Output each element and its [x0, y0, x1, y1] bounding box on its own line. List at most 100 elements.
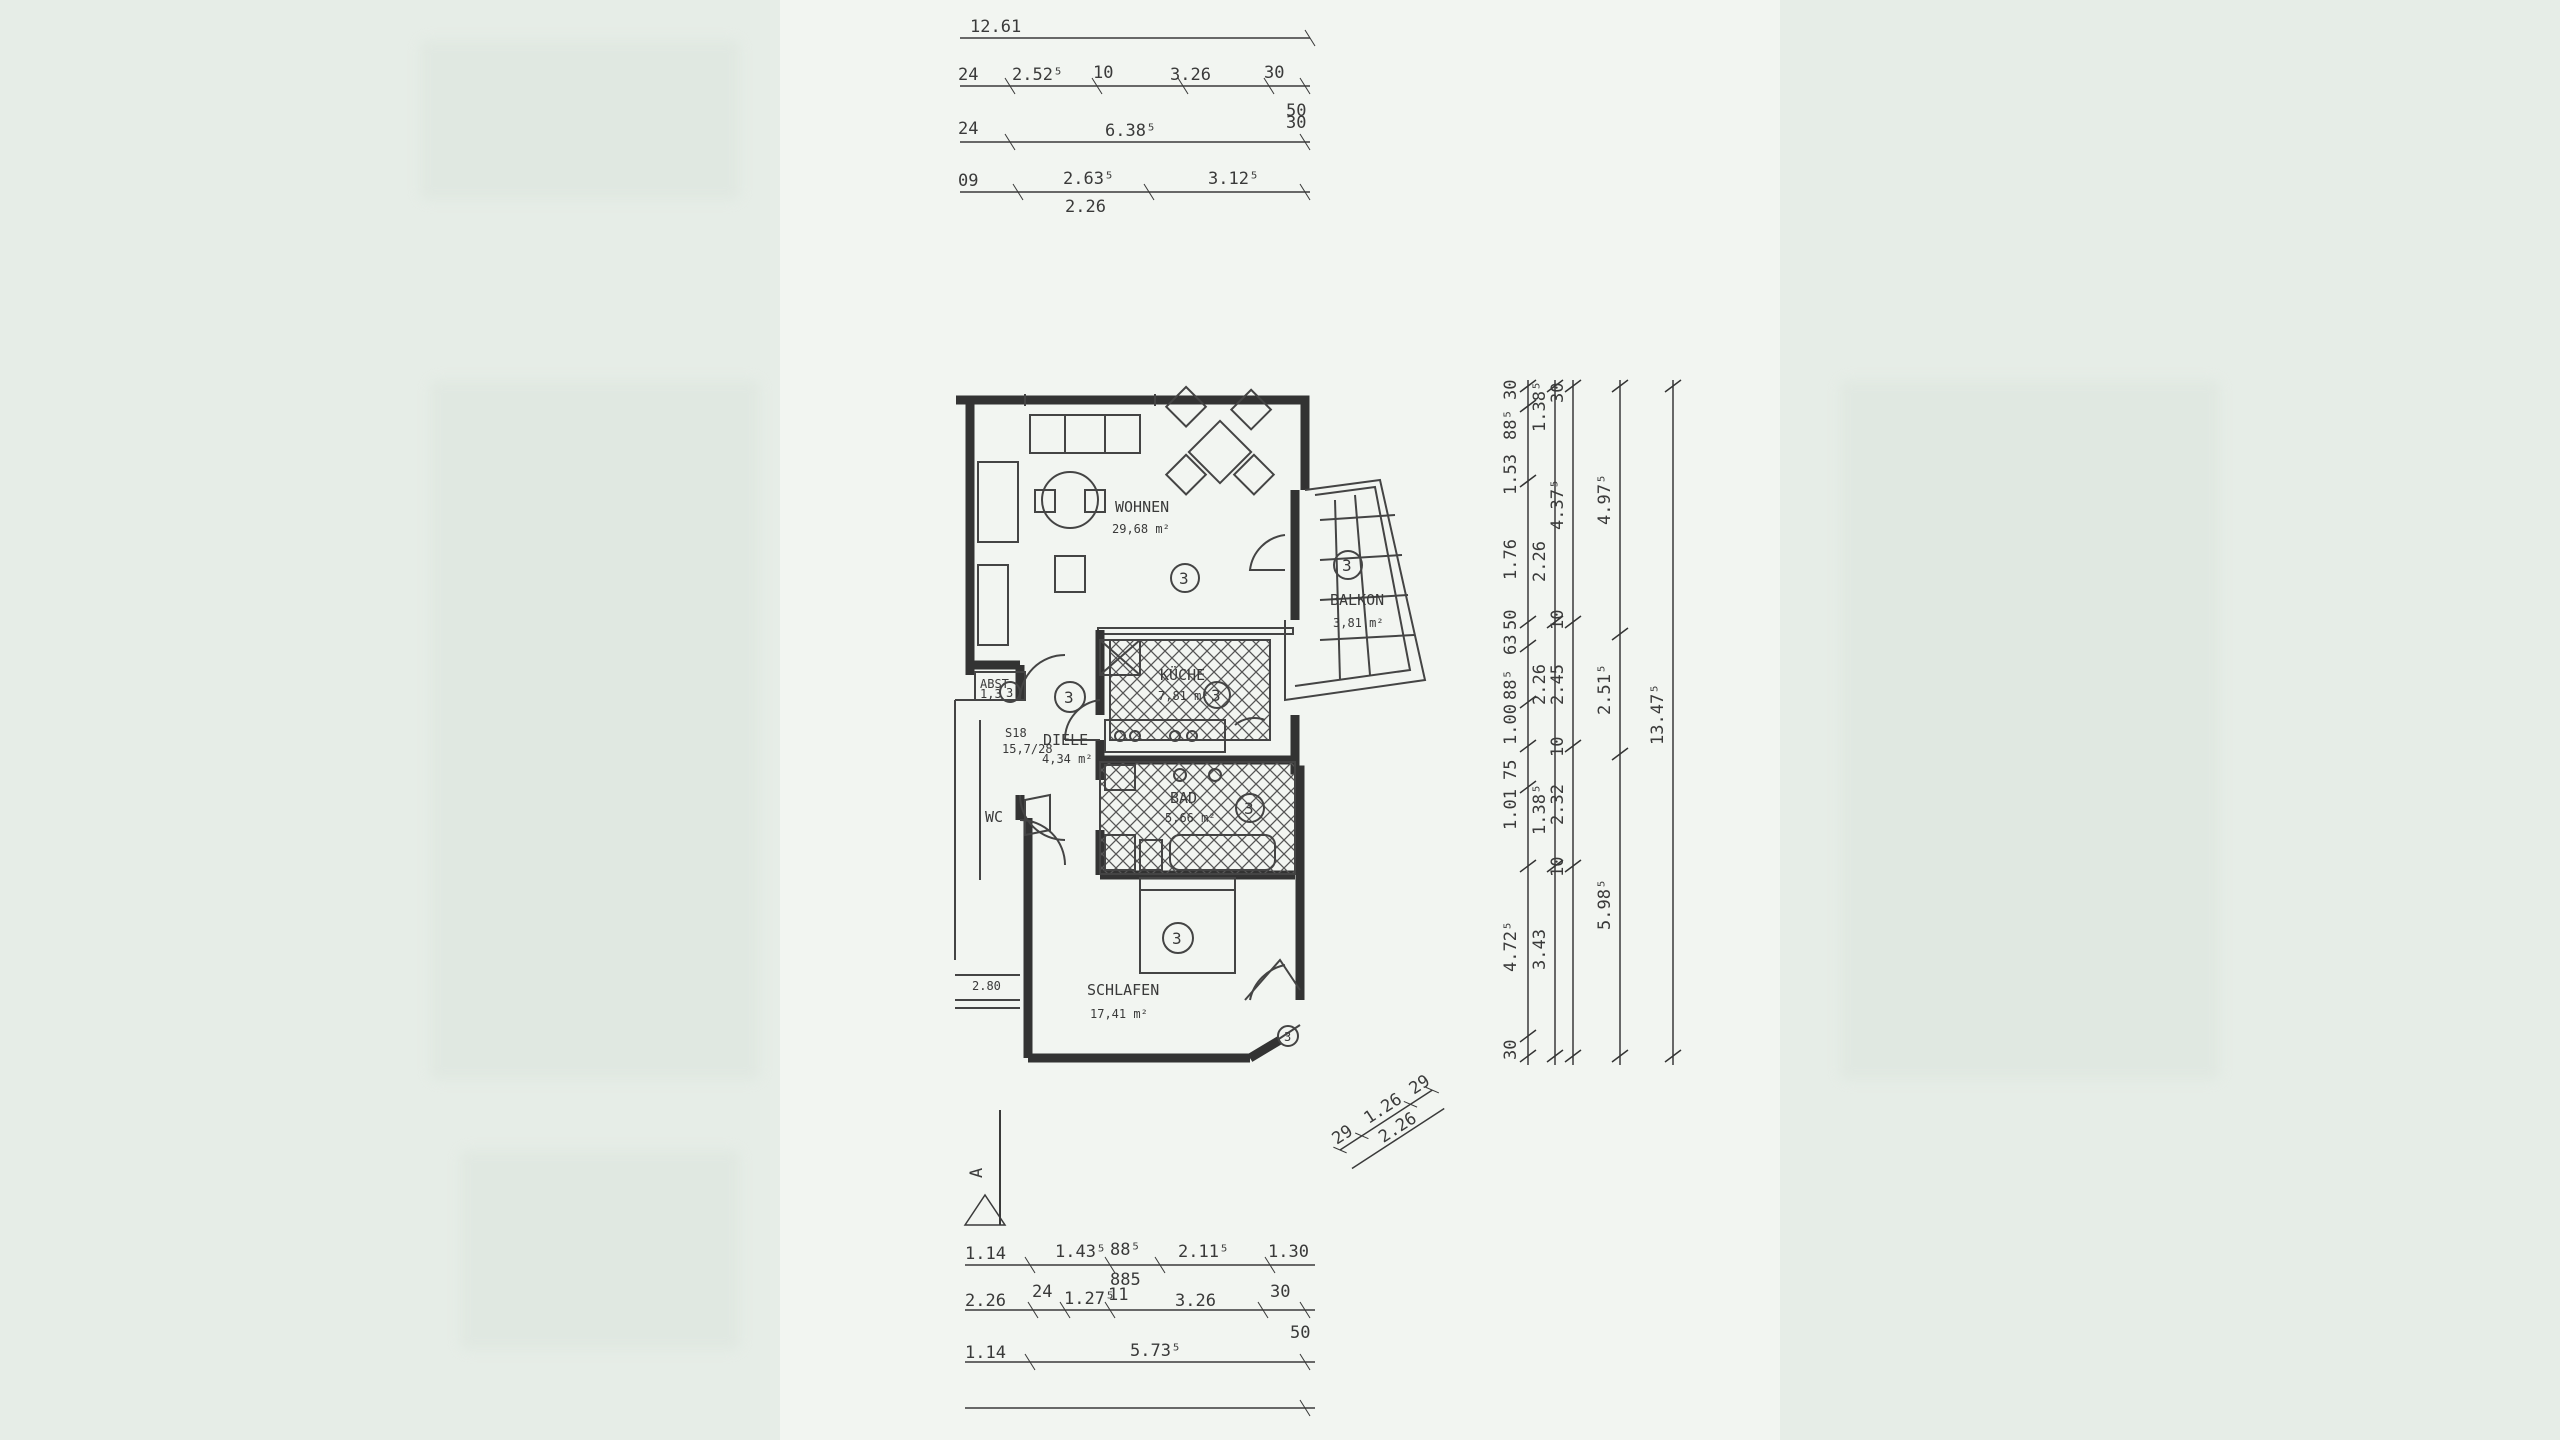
right-dim-c1-2: 1.53	[1501, 454, 1521, 495]
right-dim-c2-0: 1.38⁵	[1530, 381, 1550, 432]
bottom-dim-r3-c: 50	[1290, 1323, 1310, 1343]
diag-dim-c: 29	[1406, 1071, 1434, 1099]
room-wc-label: WC	[985, 808, 1003, 826]
blurred-left-panel	[0, 0, 780, 1440]
right-dim-c1-1: 88⁵	[1501, 409, 1521, 440]
right-dim-c2-4: 3.43	[1530, 929, 1550, 970]
room-wohnen-marker: 3	[1179, 569, 1189, 588]
top-dim-r3-a: 24	[958, 119, 978, 139]
room-diele-label: DIELE	[1043, 731, 1088, 749]
kitchen-tile-area	[1109, 639, 1271, 741]
right-dim-c3-6: 10	[1548, 857, 1568, 877]
bottom-dim-r2-f: 30	[1270, 1282, 1290, 1302]
bed	[1139, 877, 1236, 974]
right-dim-c1-8: 75	[1501, 760, 1521, 780]
room-schlafen-label: SCHLAFEN	[1087, 981, 1159, 999]
right-dim-c1-0: 30	[1501, 380, 1521, 400]
top-dim-r2-b: 2.52⁵	[1012, 65, 1063, 85]
right-dim-c1-4: 50	[1501, 610, 1521, 630]
bottom-dim-r1-a: 1.14	[965, 1244, 1006, 1264]
bottom-dim-r2-c: 1.27⁵	[1064, 1289, 1115, 1309]
top-dim-r4-b: 2.63⁵	[1063, 169, 1114, 189]
room-balkon-label: BALKON	[1330, 591, 1384, 609]
room-bad-area: 5,66 m²	[1165, 811, 1216, 825]
bottom-dim-r2-a: 2.26	[965, 1291, 1006, 1311]
bottom-dim-r1-e: 1.30	[1268, 1242, 1309, 1262]
right-dim-c2-3: 1.38⁵	[1530, 784, 1550, 835]
room-balkon-marker: 3	[1342, 556, 1352, 575]
section-marker: A	[963, 1110, 1007, 1226]
floor-plan-sheet: 12.61 24 2.52⁵ 10 3.26 30 24 6.38⁵ 30 50…	[780, 0, 1780, 1440]
room-schlafen-marker: 3	[1172, 929, 1182, 948]
top-dim-r3-d: 50	[1286, 101, 1306, 121]
right-dim-c1-11: 30	[1501, 1040, 1521, 1060]
top-dim-r2-c: 10	[1093, 63, 1113, 83]
right-dim-c1-5: 63	[1501, 635, 1521, 655]
right-dim-c3-5: 2.32	[1548, 784, 1568, 825]
room-balkon-area: 3,81 m²	[1333, 616, 1384, 630]
top-dim-r4-c: 3.12⁵	[1208, 169, 1259, 189]
left-dim-label: 2.80	[972, 979, 1001, 993]
bottom-dim-r2-e: 3.26	[1175, 1291, 1216, 1311]
right-dim-c3-0: 30	[1548, 383, 1568, 403]
right-dim-c4-2: 5.98⁵	[1595, 879, 1615, 930]
bottom-dim-r1-b: 1.43⁵	[1055, 1242, 1106, 1262]
right-dim-c4-0: 4.97⁵	[1595, 474, 1615, 525]
bottom-dim-r1-c: 88⁵	[1110, 1240, 1141, 1260]
top-dim-r2-a: 24	[958, 65, 978, 85]
stair-label: S18	[1005, 726, 1027, 740]
top-dim-r2-d: 3.26	[1170, 65, 1211, 85]
top-dim-r2-e: 30	[1264, 63, 1284, 83]
right-dim-c1-6: 88⁵	[1501, 669, 1521, 700]
right-dimension-block: 30 88⁵ 1.53 1.76 50 63 88⁵ 1.00 75 1.01 …	[1501, 379, 1682, 1065]
blurred-right-panel	[1780, 0, 2560, 1440]
right-dim-c1-3: 1.76	[1501, 539, 1521, 580]
top-dim-total: 12.61	[970, 17, 1021, 37]
right-dim-c3-3: 2.45	[1548, 664, 1568, 705]
diag-dim-a: 29	[1329, 1121, 1357, 1149]
floor-plan: 12.61 24 2.52⁵ 10 3.26 30 24 6.38⁵ 30 50…	[954, 17, 1682, 1417]
section-label: A	[967, 1168, 987, 1178]
stair-sub: 15,7/28	[1002, 742, 1053, 756]
right-dim-c2-2: 2.26	[1530, 664, 1550, 705]
bottom-dim-r1-d: 2.11⁵	[1178, 1242, 1229, 1262]
room-schlafen-area: 17,41 m²	[1090, 1007, 1148, 1021]
right-dim-c1-10: 4.72⁵	[1501, 921, 1521, 972]
diagonal-dimension: 29 1.26 29 2.26	[1329, 1071, 1445, 1170]
corner-marker: 3	[1284, 1030, 1291, 1044]
bath-tile-area	[1099, 761, 1296, 875]
room-diele-marker: 3	[1064, 688, 1074, 707]
right-dim-c3-2: 10	[1548, 610, 1568, 630]
room-diele-area: 4,34 m²	[1042, 752, 1093, 766]
top-dim-r3-b: 6.38⁵	[1105, 121, 1156, 141]
bottom-dim-r2-d: 11	[1108, 1285, 1128, 1305]
bottom-dimension-block: 1.14 1.43⁵ 88⁵ 2.11⁵ 1.30 885 2.26 24 1.…	[965, 1240, 1315, 1417]
living-furniture	[977, 385, 1276, 646]
room-abst-marker: 3	[1006, 686, 1013, 700]
room-abst-area: 1,3	[980, 687, 1002, 701]
right-dim-c5-0: 13.47⁵	[1648, 684, 1668, 745]
room-kueche-label: KÜCHE	[1160, 665, 1205, 684]
room-wohnen-area: 29,68 m²	[1112, 522, 1170, 536]
top-dim-r3-c: 30	[1286, 113, 1306, 133]
top-dim-r4-a: 09	[958, 171, 978, 191]
room-kueche-area: 7,81 m²	[1158, 689, 1209, 703]
right-dim-c1-9: 1.01	[1501, 789, 1521, 830]
room-kueche-marker: 3	[1211, 686, 1221, 705]
balcony	[1284, 478, 1427, 702]
plan-walls	[954, 394, 1310, 1063]
bottom-dim-r1-f: 885	[1110, 1270, 1141, 1290]
room-wohnen-label: WOHNEN	[1115, 498, 1169, 516]
bottom-dim-r2-b: 24	[1032, 1282, 1052, 1302]
bottom-dim-r3-b: 5.73⁵	[1130, 1341, 1181, 1361]
right-dim-c1-7: 1.00	[1501, 704, 1521, 745]
right-dim-c4-1: 2.51⁵	[1595, 664, 1615, 715]
top-dim-r4-d: 2.26	[1065, 197, 1106, 217]
right-dim-c3-1: 4.37⁵	[1548, 479, 1568, 530]
room-bad-label: BAD	[1170, 789, 1197, 807]
bottom-dim-r3-a: 1.14	[965, 1343, 1006, 1363]
right-dim-c2-1: 2.26	[1530, 541, 1550, 582]
room-bad-marker: 3	[1244, 799, 1254, 818]
top-dimension-block: 12.61 24 2.52⁵ 10 3.26 30 24 6.38⁵ 30 50…	[958, 17, 1316, 217]
right-dim-c3-4: 10	[1548, 737, 1568, 757]
